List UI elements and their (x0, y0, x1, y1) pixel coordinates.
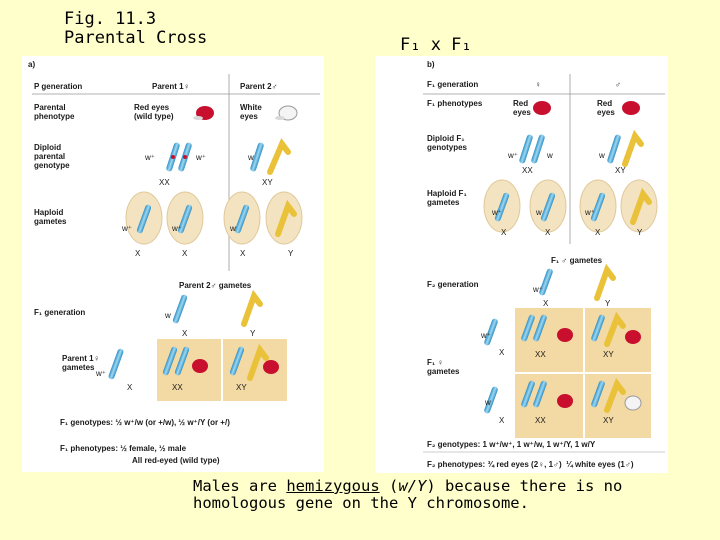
parent1-label: Parent 1♀ (152, 82, 190, 91)
xx-label-a2: XX (172, 383, 183, 392)
allele-w-p2g: w (165, 311, 171, 320)
allele-w-a: w (248, 153, 254, 162)
p-generation-label: P generation (34, 82, 83, 91)
diploid-genotype-label: Diploid parental genotype (34, 143, 70, 170)
f1-generation-label-a: F₁ generation (34, 308, 86, 317)
white-eyes-label: White eyes (240, 103, 262, 121)
female-symbol: ♀ (535, 80, 541, 89)
y-label-b2: Y (605, 299, 611, 308)
xx-label-a: XX (159, 178, 170, 187)
male-symbol: ♂ (615, 80, 621, 89)
parent2-gametes-label: Parent 2♂ gametes (179, 281, 252, 290)
allele-wplus-b1: w⁺ (508, 151, 518, 160)
slide-title: Fig. 11.3 Parental Cross (64, 10, 207, 48)
x-label-b4: X (543, 299, 549, 308)
red-eyes-wild-label: Red eyes (wild type) (134, 103, 174, 121)
x-label-a3: X (240, 249, 246, 258)
f1-genotypes-a: F₁ genotypes: ½ w⁺/w (or +/w), ½ w⁺/Y (o… (60, 418, 230, 427)
allele-w-g: w (230, 224, 236, 233)
f1-phenotypes-label-b: F₁ phenotypes (427, 99, 483, 108)
panel-b-f1-cross: b) F₁ generation ♀ ♂ F₁ phenotypes Red e… (375, 56, 668, 473)
allele-w-b2: w (599, 151, 605, 160)
xx-label-b3: XX (535, 416, 546, 425)
f2-generation-label: F₂ generation (427, 280, 479, 289)
panel-b-tag: b) (427, 60, 435, 69)
y-label-a2: Y (250, 329, 256, 338)
red-eyes-label-f: Red eyes (513, 99, 531, 117)
xy-label-a: XY (262, 178, 273, 187)
xy-label-b: XY (615, 166, 626, 175)
x-label-b1: X (501, 228, 507, 237)
f1-cross-label: F₁ x F₁ (400, 35, 472, 55)
f2-genotypes: F₂ genotypes: 1 w⁺/w⁺, 1 w⁺/w, 1 w⁺/Y, 1… (427, 440, 596, 449)
xy-label-b2: XY (603, 350, 614, 359)
haploid-f1-label: Haploid F₁ gametes (427, 189, 467, 207)
parental-phenotype-label: Parental phenotype (34, 103, 75, 121)
red-eye-fly-female-icon (533, 101, 551, 115)
xy-label-a2: XY (236, 383, 247, 392)
hemizygous-caption: Males are hemizygous (w/Y) because there… (193, 478, 713, 512)
x-label-a2: X (182, 249, 188, 258)
panel-a-tag: a) (28, 60, 36, 69)
xx-label-b: XX (522, 166, 533, 175)
allele-wplus-b2: w⁺ (492, 208, 502, 217)
red-eye-fly-icon (193, 106, 214, 120)
caption-part3: ) because there is no homologous gene on… (193, 477, 623, 512)
y-label-a: Y (288, 249, 294, 258)
panel-a-parental-cross: a) P generation Parent 1♀ Parent 2♂ Pare… (22, 56, 324, 472)
haploid-gametes-label: Haploid gametes (34, 208, 67, 226)
f1-generation-label-b: F₁ generation (427, 80, 479, 89)
diploid-f1-label: Diploid F₁ genotypes (427, 134, 468, 152)
f2-phenotypes: F₂ phenotypes: ¾ red eyes (2♀, 1♂) ¼ whi… (427, 460, 634, 469)
x-label-a4: X (182, 329, 188, 338)
x-label-b2: X (545, 228, 551, 237)
f1-phenotypes-a: F₁ phenotypes: ½ female, ½ male (60, 444, 187, 453)
x-label-b5: X (499, 348, 505, 357)
allele-wplus-a1: w⁺ (145, 153, 155, 162)
red-eye-fly-male-icon (622, 101, 640, 115)
allele-wplus-b3: w⁺ (585, 208, 595, 217)
red-eyes-label-m: Red eyes (597, 99, 615, 117)
allele-wplus-b4: w⁺ (533, 285, 543, 294)
y-label-b: Y (637, 228, 643, 237)
xx-label-b2: XX (535, 350, 546, 359)
x-label-b6: X (499, 416, 505, 425)
x-label-a1: X (135, 249, 141, 258)
allele-wplus-g2: w⁺ (172, 224, 182, 233)
allele-wplus-a2: w⁺ (196, 153, 206, 162)
allele-w-b1: w (547, 151, 553, 160)
f1-female-gametes-label: F₁ ♀ gametes (427, 358, 460, 376)
x-label-b3: X (595, 228, 601, 237)
allele-w-b4: w (485, 398, 491, 407)
panel-b-artwork (423, 74, 665, 453)
parent1-gametes-label: Parent 1♀ gametes (62, 354, 100, 372)
caption-part1: Males are (193, 477, 287, 495)
title-line-2: Parental Cross (64, 28, 208, 48)
caption-hemizygous: hemizygous (286, 477, 380, 495)
parent2-label: Parent 2♂ (240, 82, 278, 91)
allele-wplus-g1: w⁺ (122, 224, 132, 233)
panel-a-artwork (32, 74, 320, 401)
all-red-label: All red-eyed (wild type) (132, 456, 220, 465)
white-eye-fly-icon (275, 105, 298, 121)
f1-male-gametes-label: F₁ ♂ gametes (551, 256, 603, 265)
caption-part2: ( (379, 477, 399, 495)
x-label-a5: X (127, 383, 133, 392)
caption-genotype: w/Y (398, 477, 427, 495)
allele-w-b3: w (536, 208, 542, 217)
xy-label-b3: XY (603, 416, 614, 425)
title-line-1: Fig. 11.3 (64, 9, 157, 29)
allele-wplus-p1g: w⁺ (96, 369, 106, 378)
allele-wplus-b5: w⁺ (481, 331, 491, 340)
